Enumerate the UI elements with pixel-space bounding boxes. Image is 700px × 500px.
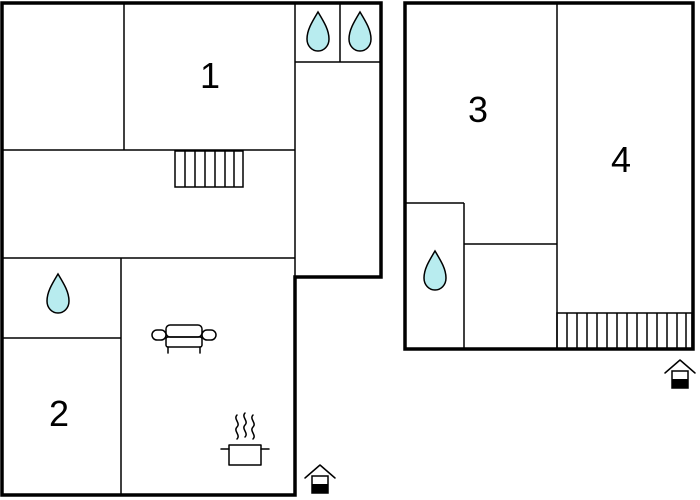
exterior-wall [0,1,383,497]
room-label-2: 2 [49,393,69,434]
staircase [556,312,693,350]
entrance-icon [304,464,336,494]
cooking-pot-icon [220,412,270,466]
right-building [403,1,695,351]
water-drop-icon [348,10,372,52]
room-label-3: 3 [468,89,488,130]
left-building [0,1,383,497]
entrance-icon [664,359,696,389]
water-drop-icon [46,272,70,314]
exterior-wall [403,1,695,351]
sofa-icon [151,324,217,354]
staircase [174,150,244,188]
water-drop-icon [423,249,447,291]
room-label-4: 4 [611,139,631,180]
room-label-1: 1 [200,55,220,96]
water-drop-icon [306,10,330,52]
